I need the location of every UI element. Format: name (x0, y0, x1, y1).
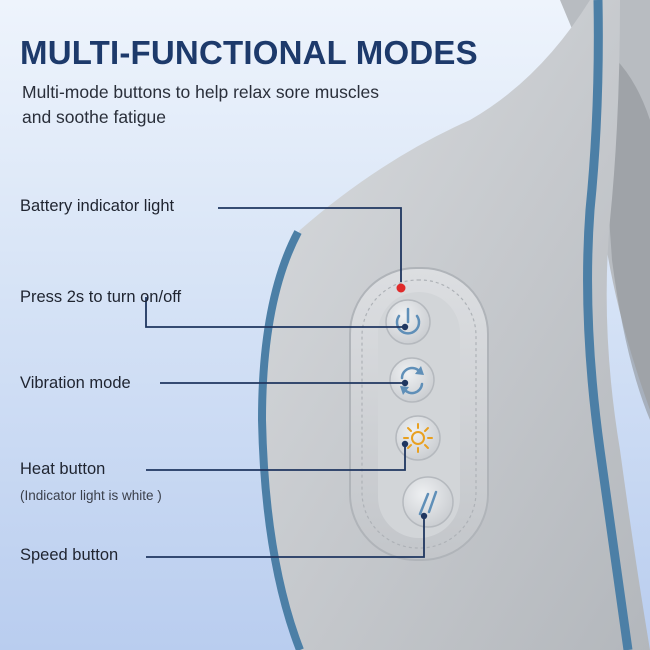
callout-heat: Heat button (20, 460, 106, 478)
leader-line-heat (146, 444, 406, 471)
button-strip (378, 292, 460, 538)
callout-speed: Speed button (20, 546, 119, 564)
vibration-cycle-icon (400, 366, 424, 395)
speed-button[interactable] (402, 476, 454, 528)
leader-line-power (145, 297, 405, 328)
power-button[interactable] (385, 299, 431, 345)
heat-button[interactable] (395, 415, 441, 461)
leader-dot-speed (420, 512, 428, 520)
battery-indicator-light (396, 283, 406, 293)
callout-vibration: Vibration mode (20, 374, 131, 392)
leader-dots (401, 323, 428, 520)
massager-piping-right (583, 0, 633, 650)
leader-line-battery (218, 207, 402, 282)
leader-dot-power (401, 323, 409, 331)
callout-heat-note: (Indicator light is white ) (20, 488, 162, 503)
leader-dot-vibration (401, 379, 409, 387)
vibration-button[interactable] (389, 357, 435, 403)
leader-lines (145, 207, 425, 558)
page-title: MULTI-FUNCTIONAL MODES (20, 34, 478, 71)
callout-battery-indicator: Battery indicator light (20, 197, 175, 215)
leader-dot-heat (401, 440, 409, 448)
page-subtitle: Multi-mode buttons to help relax sore mu… (22, 82, 379, 127)
power-icon (395, 307, 421, 335)
speed-icon (418, 490, 438, 516)
callout-power: Press 2s to turn on/off (20, 288, 182, 306)
control-panel-stitch (361, 279, 477, 549)
massager-piping-left (257, 230, 304, 650)
heat-sun-icon (403, 423, 433, 453)
leader-line-speed (146, 516, 425, 558)
